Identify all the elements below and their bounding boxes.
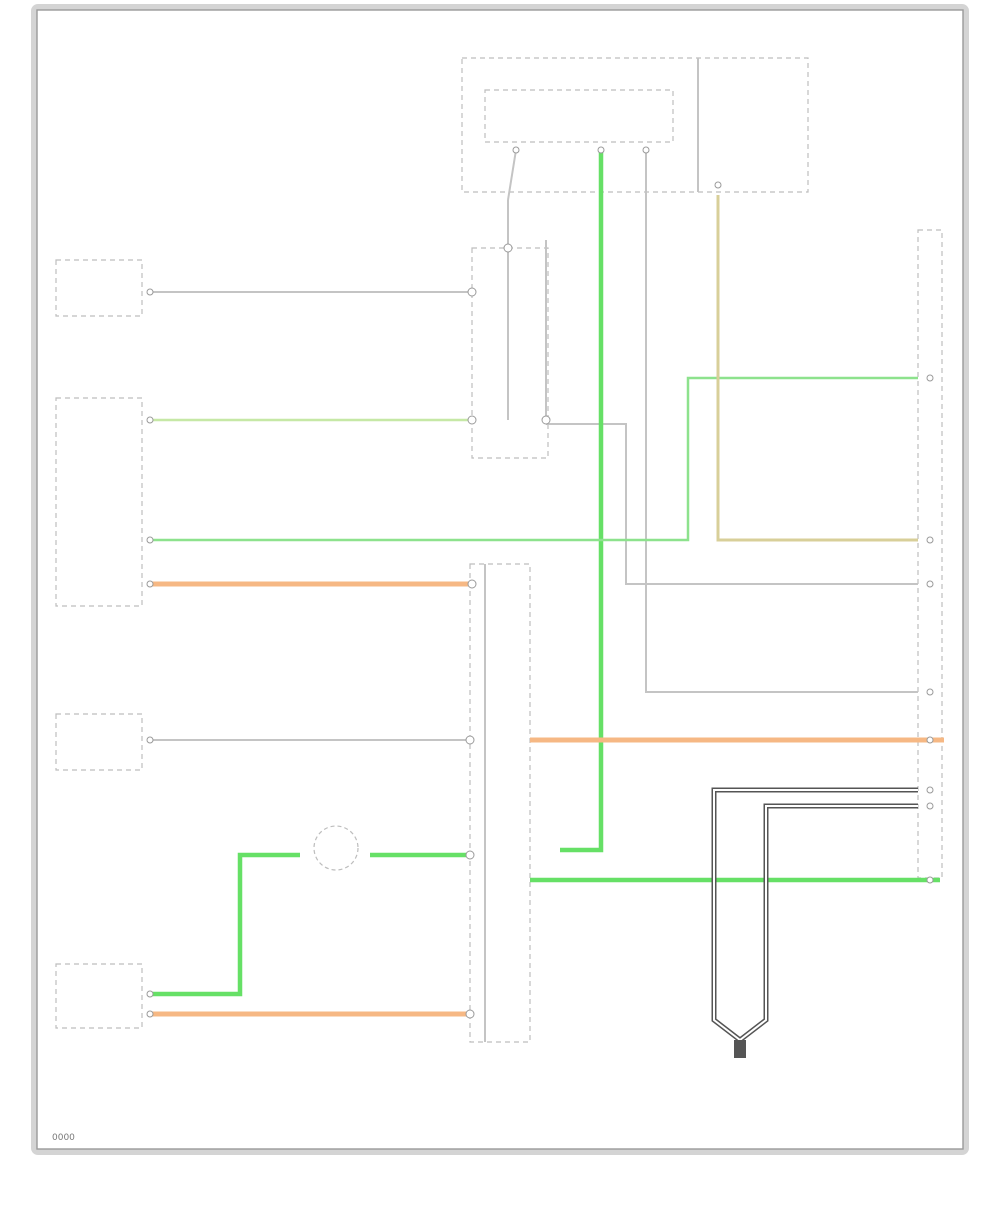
data-link-connector — [917, 229, 943, 879]
pin-dlc-8 — [926, 876, 934, 884]
footer-code: 0000 — [52, 1133, 75, 1143]
pin-control-3 — [146, 580, 154, 588]
joint-connector-lower — [469, 563, 531, 1043]
pin-dlc-2 — [926, 536, 934, 544]
splice-point — [313, 825, 359, 871]
wire-top-module-to-joint — [507, 149, 517, 201]
pin-mid-left — [146, 736, 154, 744]
pin-bottom-left-1 — [146, 990, 154, 998]
pin-top-module-1 — [512, 146, 520, 154]
wire-dark-outer — [711, 787, 918, 1044]
pin-top-left — [146, 288, 154, 296]
pin-dlc-6 — [926, 786, 934, 794]
outer-frame — [31, 4, 969, 1155]
pin-joint-upper-top — [503, 243, 513, 253]
pin-joint-upper-right — [541, 415, 551, 425]
pin-dlc-4 — [926, 688, 934, 696]
pin-joint-4 — [465, 735, 475, 745]
pin-joint-3 — [467, 579, 477, 589]
component-mid-left — [55, 713, 143, 771]
joint-connector-upper — [471, 247, 549, 459]
pin-dlc-7 — [926, 802, 934, 810]
pin-bottom-left-2 — [146, 1010, 154, 1018]
pin-joint-2 — [467, 415, 477, 425]
pin-joint-1 — [467, 287, 477, 297]
wire-top-module-down — [645, 150, 918, 693]
control-module-left — [55, 397, 143, 607]
wire-joint-to-right — [546, 423, 918, 585]
pin-joint-5 — [465, 850, 475, 860]
pin-control-2 — [146, 536, 154, 544]
ground-icon — [734, 1040, 746, 1058]
top-module-inner-box — [484, 89, 674, 143]
wire-green-main-vertical — [560, 150, 604, 853]
pin-dlc-1 — [926, 374, 934, 382]
pin-top-module-2 — [597, 146, 605, 154]
wire-tan-top-right — [716, 195, 918, 542]
pin-top-module-4 — [714, 181, 722, 189]
top-module-outline — [461, 57, 809, 193]
pin-dlc-3 — [926, 580, 934, 588]
component-top-left — [55, 259, 143, 317]
pin-joint-6 — [465, 1009, 475, 1019]
wire-dark-outer-core — [713, 789, 918, 1042]
inner-frame — [36, 9, 964, 1150]
pin-control-1 — [146, 416, 154, 424]
wire-green-thin — [150, 376, 918, 542]
pin-dlc-5 — [926, 736, 934, 744]
pin-top-module-3 — [642, 146, 650, 154]
component-bottom-left — [55, 963, 143, 1029]
wire-green-bottom-left — [150, 852, 300, 997]
